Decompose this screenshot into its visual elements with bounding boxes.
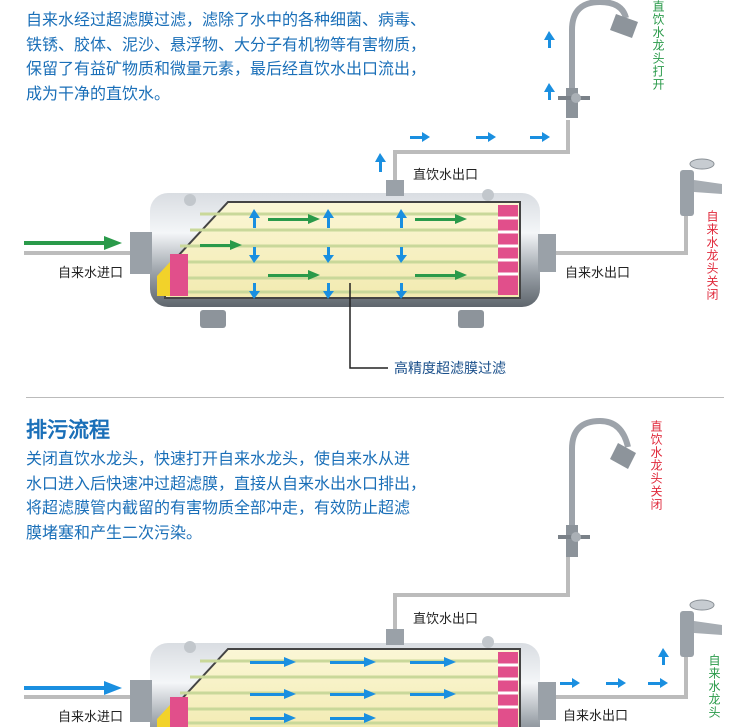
- section2-description: 关闭直饮水龙头，快速打开自来水龙头，使自来水从进 水口进入后快速冲过超滤膜，直接…: [26, 449, 427, 542]
- inlet-arrow: [24, 236, 122, 250]
- drinking-faucet-icon: [558, 417, 636, 557]
- green-flow-arrows: [200, 214, 467, 280]
- drinking-outlet-label: 直饮水出口: [413, 168, 479, 183]
- filtration-diagram: [24, 0, 722, 369]
- membrane-housing: [130, 629, 556, 727]
- pipes: [24, 120, 688, 255]
- section2-heading: 排污流程: [26, 418, 110, 442]
- membrane-label: 高精度超滤膜过滤: [394, 361, 506, 377]
- membrane-fibers: [170, 212, 500, 294]
- tap-faucet-icon: [680, 158, 722, 216]
- tap-faucet-closed-label: 自来水龙头关闭: [705, 210, 719, 301]
- inlet-arrow: [24, 681, 122, 695]
- tap-water-outlet-label: 自来水出口: [563, 709, 629, 724]
- drinking-faucet-open-label: 直饮水龙头打开: [651, 0, 665, 91]
- section1-description: 自来水经过超滤膜过滤，滤除了水中的各种细菌、病毒、 铁锈、胶体、泥沙、悬浮物、大…: [26, 10, 427, 103]
- drinking-outlet-label: 直饮水出口: [413, 612, 479, 627]
- tap-faucet-open-label: 自来水龙头: [707, 654, 721, 719]
- pipes: [24, 557, 688, 699]
- tap-faucet-icon: [680, 599, 722, 657]
- flush-flow-arrows: [250, 648, 669, 723]
- drinking-faucet-closed-label: 直饮水龙头关闭: [649, 420, 663, 511]
- section-divider: [26, 397, 724, 398]
- tap-water-outlet-label: 自来水出口: [565, 266, 631, 281]
- drinking-faucet-icon: [558, 0, 638, 118]
- tap-water-inlet-label: 自来水进口: [58, 710, 124, 725]
- membrane-housing: [130, 180, 556, 328]
- blue-flow-arrows: [249, 31, 555, 299]
- flush-diagram: [24, 417, 722, 727]
- tap-water-inlet-label: 自来水进口: [58, 266, 124, 281]
